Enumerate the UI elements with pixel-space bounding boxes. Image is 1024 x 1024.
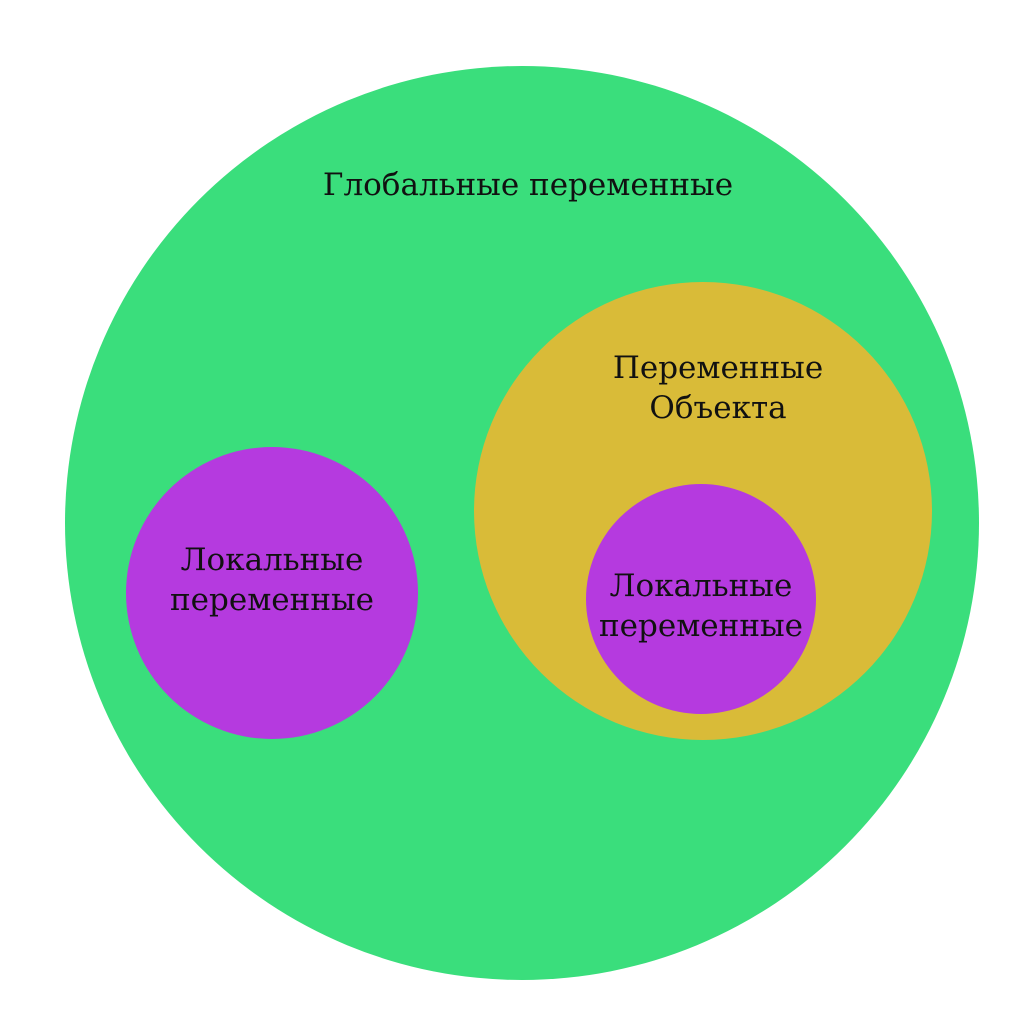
local-scope-circle-inner <box>586 484 816 714</box>
object-scope-label-line2: Объекта <box>649 390 787 427</box>
local-scope-label-left-line1: Локальные <box>180 542 364 578</box>
local-scope-label-inner: Локальные переменные <box>586 566 816 647</box>
local-scope-circle-left <box>126 447 418 739</box>
object-scope-label-line1: Переменные <box>612 350 824 386</box>
local-scope-label-inner-line2: переменные <box>599 608 803 645</box>
local-scope-label-inner-line1: Локальные <box>609 568 793 604</box>
object-scope-label: Переменные Объекта <box>570 348 866 429</box>
local-scope-label-left-line2: переменные <box>170 582 374 619</box>
global-scope-label: Глобальные переменные <box>280 165 776 205</box>
local-scope-label-left: Локальные переменные <box>144 540 400 621</box>
global-scope-label-text: Глобальные переменные <box>322 167 734 203</box>
